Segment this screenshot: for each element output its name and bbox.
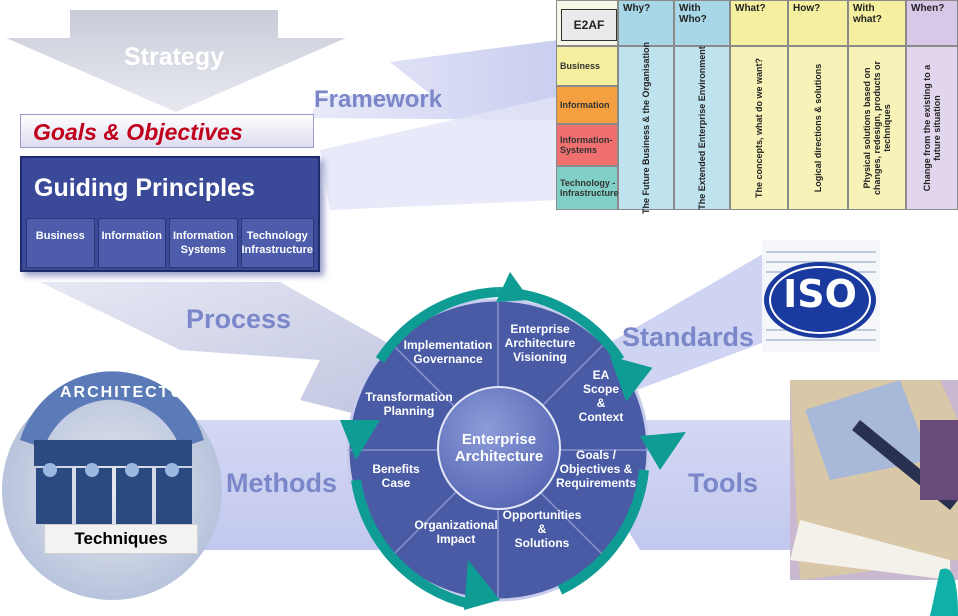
segment-goals: Goals /Objectives &Requirements xyxy=(555,448,637,490)
framework-logo-cell: E2AF xyxy=(556,0,618,46)
fw-col-when: Change from the existing to a future sit… xyxy=(906,46,958,210)
fw-col-how-text: Logical directions & solutions xyxy=(813,63,823,193)
fw-col-header-what: What? xyxy=(730,0,788,46)
framework-label: Framework xyxy=(314,86,443,113)
gp-cell-technology-infrastructure: Technology Infrastructure xyxy=(240,218,315,268)
fw-col-what: The concepts, what do we want? xyxy=(730,46,788,210)
fw-col-when-text: Change from the existing to a future sit… xyxy=(922,64,942,192)
fw-row-business: Business xyxy=(556,46,618,86)
segment-opportunities: Opportunities&Solutions xyxy=(502,508,582,550)
fw-col-header-with-who: With Who? xyxy=(674,0,730,46)
fw-col-with-what: Physical solutions based on changes, red… xyxy=(848,46,906,210)
architecture-ring-text: ARCHITECTURE xyxy=(60,384,211,401)
architecture-circle xyxy=(2,371,222,600)
fw-col-header-why: Why? xyxy=(618,0,674,46)
gp-cell-information-systems: Information Systems xyxy=(169,218,238,268)
tools-label: Tools xyxy=(688,468,758,498)
gp-cell-information: Information xyxy=(97,218,166,268)
fw-col-with-who-text: The Extended Enterprise Environment xyxy=(697,46,707,210)
guiding-principles-box: Guiding Principles Business Information … xyxy=(20,156,320,272)
fw-col-why: The Future Business & the Organisation xyxy=(618,42,674,214)
fw-col-with-who: The Extended Enterprise Environment xyxy=(674,46,730,210)
gp-cell-business: Business xyxy=(26,218,95,268)
fw-row-information-systems: Information-Systems xyxy=(556,124,618,166)
fw-row-technology: Technology - Infrastructure xyxy=(556,166,619,210)
iso-logo: ISO xyxy=(783,272,857,316)
fw-col-header-when: When? xyxy=(906,0,958,46)
techniques-label: Techniques xyxy=(44,524,198,554)
fw-col-with-what-text: Physical solutions based on changes, red… xyxy=(862,60,892,196)
goals-objectives-box: Goals & Objectives xyxy=(20,114,314,148)
process-label: Process xyxy=(186,304,292,334)
center-line2: Architecture xyxy=(454,448,544,465)
strategy-arrow xyxy=(6,10,346,112)
strategy-label: Strategy xyxy=(123,43,225,71)
fw-col-why-text: The Future Business & the Organisation xyxy=(641,41,651,215)
standards-label: Standards xyxy=(622,322,755,352)
e2af-logo: E2AF xyxy=(561,9,617,41)
enterprise-architecture-center: Enterprise Architecture xyxy=(437,386,561,510)
center-line1: Enterprise xyxy=(461,431,537,448)
framework-arrow xyxy=(310,40,558,210)
process-arrow xyxy=(40,282,460,430)
methods-label: Methods xyxy=(226,468,337,498)
fw-row-information: Information xyxy=(556,86,618,124)
iso-logo-graphic xyxy=(762,240,880,352)
fw-col-header-with-what: With what? xyxy=(848,0,906,46)
guiding-principles-title: Guiding Principles xyxy=(34,174,255,202)
tools-photo xyxy=(790,380,958,616)
fw-col-how: Logical directions & solutions xyxy=(788,46,848,210)
framework-grid: E2AF Why? With Who? What? How? With what… xyxy=(556,0,958,214)
fw-col-what-text: The concepts, what do we want? xyxy=(754,57,764,199)
fw-col-header-how: How? xyxy=(788,0,848,46)
